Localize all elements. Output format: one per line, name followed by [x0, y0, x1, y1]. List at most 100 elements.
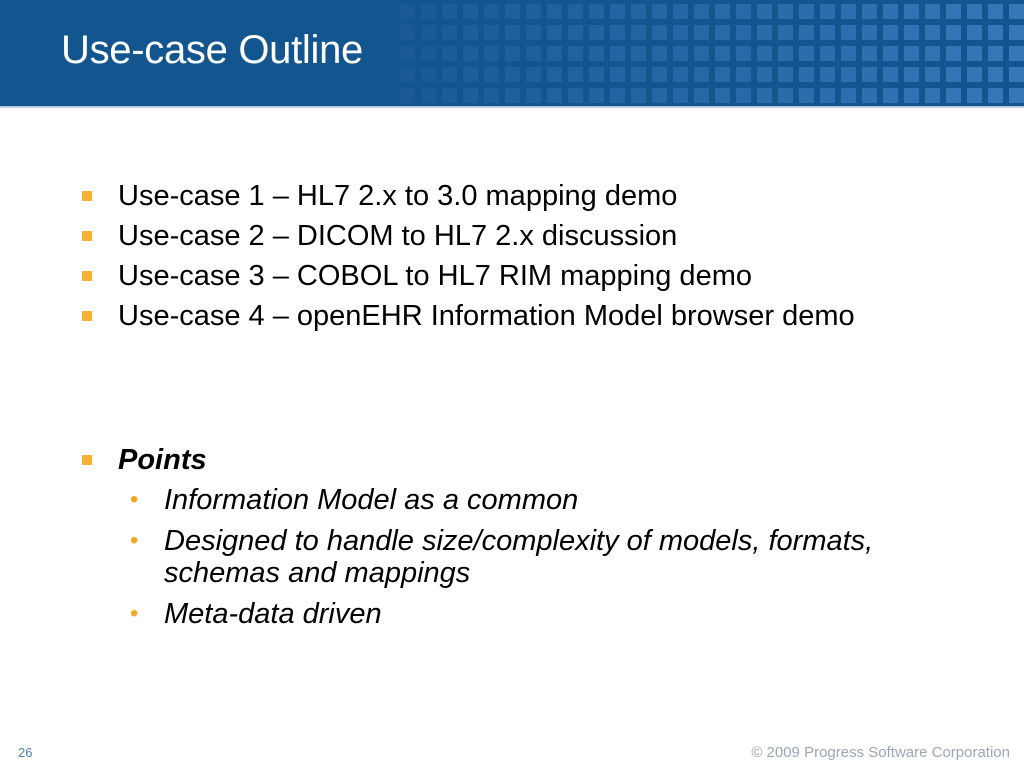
- header-grid-square: [463, 46, 478, 61]
- round-bullet-icon: •: [130, 486, 139, 513]
- header-grid-square: [904, 88, 919, 103]
- header-grid-square: [652, 46, 667, 61]
- header-grid-pattern: [400, 4, 1024, 103]
- header-grid-square: [526, 25, 541, 40]
- bullet-text: Use-case 3 – COBOL to HL7 RIM mapping de…: [118, 260, 752, 292]
- header-grid-square: [400, 46, 415, 61]
- header-grid-square: [673, 88, 688, 103]
- header-grid-square: [442, 25, 457, 40]
- header-grid-square: [1009, 46, 1024, 61]
- header-grid-square: [568, 46, 583, 61]
- header-grid-square: [841, 67, 856, 82]
- header-grid-square: [967, 88, 982, 103]
- header-grid-square: [442, 4, 457, 19]
- header-grid-square: [736, 67, 751, 82]
- header-grid-square: [757, 46, 772, 61]
- header-grid-square: [694, 88, 709, 103]
- header-grid-square: [778, 4, 793, 19]
- header-grid-square: [883, 88, 898, 103]
- header-grid-square: [883, 4, 898, 19]
- header-grid-square: [463, 4, 478, 19]
- header-grid-square: [505, 88, 520, 103]
- header-grid-square: [883, 46, 898, 61]
- header-grid-square: [988, 25, 1003, 40]
- header-grid-square: [694, 46, 709, 61]
- header-grid-square: [442, 88, 457, 103]
- header-grid-square: [988, 46, 1003, 61]
- header-grid-square: [547, 25, 562, 40]
- header-grid-square: [421, 88, 436, 103]
- header-grid-square: [778, 67, 793, 82]
- header-grid-square: [988, 4, 1003, 19]
- header-grid-square: [463, 88, 478, 103]
- header-grid-square: [589, 46, 604, 61]
- header-grid-square: [778, 88, 793, 103]
- header-grid-square: [841, 88, 856, 103]
- header-grid-square: [652, 88, 667, 103]
- header-grid-square: [526, 67, 541, 82]
- slide-number: 26: [18, 745, 33, 760]
- square-bullet-icon: [82, 191, 92, 201]
- header-grid-square: [526, 4, 541, 19]
- header-grid-square: [967, 67, 982, 82]
- header-grid-square: [757, 4, 772, 19]
- header-grid-square: [610, 4, 625, 19]
- round-bullet-icon: •: [130, 527, 139, 554]
- header-grid-square: [505, 67, 520, 82]
- header-grid-square: [505, 25, 520, 40]
- header-grid-square: [778, 46, 793, 61]
- header-grid-square: [484, 4, 499, 19]
- header-grid-square: [883, 67, 898, 82]
- header-grid-square: [904, 4, 919, 19]
- header-grid-square: [799, 25, 814, 40]
- header-grid-square: [400, 67, 415, 82]
- header-grid-square: [820, 4, 835, 19]
- header-grid-square: [610, 88, 625, 103]
- header-grid-square: [589, 4, 604, 19]
- header-grid-square: [694, 67, 709, 82]
- header-grid-square: [631, 67, 646, 82]
- header-grid-square: [757, 67, 772, 82]
- square-bullet-icon: [82, 455, 92, 465]
- header-grid-square: [589, 88, 604, 103]
- header-grid-square: [631, 46, 646, 61]
- round-bullet-icon: •: [130, 600, 139, 627]
- header-grid-square: [820, 88, 835, 103]
- header-grid-square: [1009, 88, 1024, 103]
- header-grid-square: [400, 4, 415, 19]
- header-grid-square: [673, 67, 688, 82]
- square-bullet-icon: [82, 231, 92, 241]
- header-grid-square: [421, 25, 436, 40]
- header-grid-square: [484, 46, 499, 61]
- header-grid-square: [610, 67, 625, 82]
- header-grid-square: [904, 46, 919, 61]
- header-grid-square: [862, 67, 877, 82]
- copyright-notice: © 2009 Progress Software Corporation: [751, 744, 1010, 761]
- header-grid-square: [484, 25, 499, 40]
- square-bullet-icon: [82, 271, 92, 281]
- header-grid-square: [568, 67, 583, 82]
- header-grid-square: [694, 25, 709, 40]
- header-grid-square: [526, 46, 541, 61]
- bullet-use-case-1: Use-case 1 – HL7 2.x to 3.0 mapping demo: [78, 180, 908, 212]
- header-grid-square: [673, 4, 688, 19]
- header-grid-square: [925, 46, 940, 61]
- bullet-use-case-2: Use-case 2 – DICOM to HL7 2.x discussion: [78, 220, 908, 252]
- header-grid-square: [820, 25, 835, 40]
- header-grid-square: [841, 25, 856, 40]
- header-grid-square: [484, 67, 499, 82]
- sub-bullet-3: • Meta-data driven: [78, 598, 908, 630]
- sub-bullet-text: Information Model as a common: [164, 484, 579, 516]
- header-divider: [0, 106, 1024, 109]
- header-grid-square: [946, 4, 961, 19]
- bullet-text: Points: [118, 444, 207, 476]
- header-grid-square: [736, 4, 751, 19]
- bullet-text: Use-case 1 – HL7 2.x to 3.0 mapping demo: [118, 180, 678, 212]
- header-grid-square: [568, 88, 583, 103]
- spacer: [78, 340, 908, 444]
- header-grid-square: [862, 88, 877, 103]
- header-grid-square: [505, 46, 520, 61]
- header-grid-square: [799, 46, 814, 61]
- header-grid-square: [610, 46, 625, 61]
- header-grid-square: [715, 67, 730, 82]
